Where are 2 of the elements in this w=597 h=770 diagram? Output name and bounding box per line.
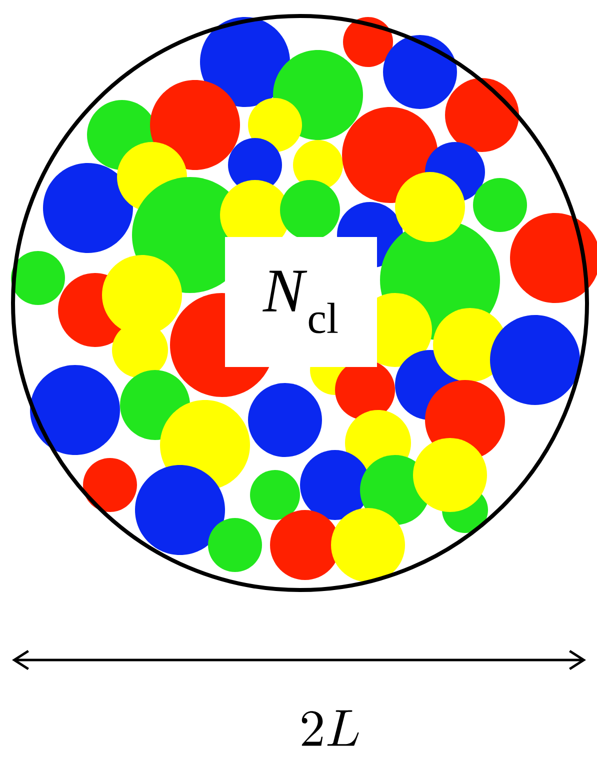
dimension-label: $2L$ (302, 710, 359, 746)
label-box: N$_{cl}$ (225, 237, 377, 367)
